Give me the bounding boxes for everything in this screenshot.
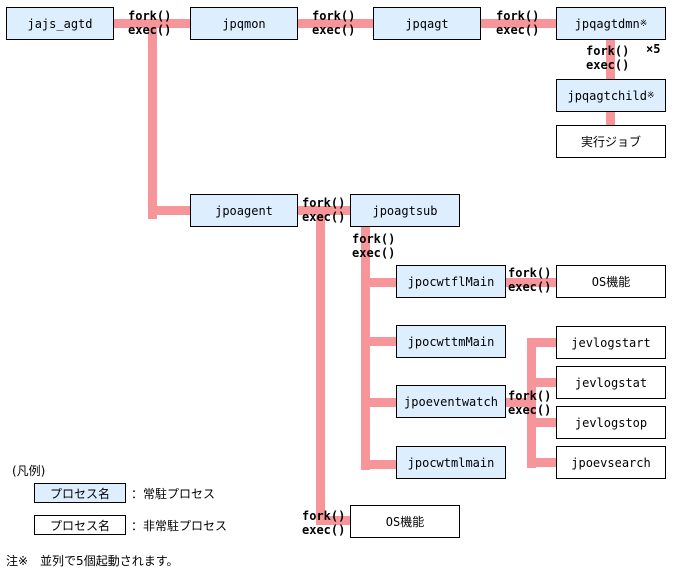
- fork-exec-label: fork()exec(): [352, 232, 395, 260]
- fork-text: fork(): [508, 266, 552, 280]
- process-os-function-2: OS機能: [350, 505, 460, 538]
- process-label: jevlogstat: [574, 375, 648, 390]
- process-label: OS機能: [591, 275, 631, 289]
- connector: [606, 38, 615, 82]
- process-label: jpqagtchild: [567, 88, 647, 103]
- fork-text: fork(): [302, 196, 346, 210]
- process-jpqmon: jpqmon: [190, 7, 298, 40]
- process-job: 実行ジョブ: [556, 125, 666, 158]
- process-jpocwtflMain: jpocwtflMain: [396, 265, 506, 298]
- connector: [298, 19, 376, 28]
- connector: [316, 206, 325, 521]
- legend-resident-box: プロセス名: [34, 483, 126, 503]
- fork-exec-label: fork()exec(): [508, 389, 551, 417]
- process-label: jpoeventwatch: [404, 394, 498, 409]
- process-label: OS機能: [385, 515, 425, 529]
- process-label: jpocwtflMain: [407, 274, 495, 289]
- process-label: 実行ジョブ: [580, 135, 641, 149]
- process-label: jevlogstop: [574, 415, 648, 430]
- fork-exec-label: fork()exec(): [312, 9, 355, 37]
- process-os-function-1: OS機能: [556, 265, 666, 298]
- legend-resident-desc: ：常駐プロセス: [131, 487, 216, 501]
- process-jpocwttmMain: jpocwttmMain: [396, 325, 506, 358]
- exec-text: exec(): [302, 210, 346, 224]
- process-label: jpqagtdmn: [574, 16, 640, 31]
- fork-exec-label: fork()exec(): [302, 196, 345, 224]
- process-jevlogstop: jevlogstop: [556, 406, 666, 439]
- process-jajs_agtd: jajs_agtd: [6, 7, 114, 40]
- connector: [480, 19, 558, 28]
- fork-exec-label: fork()exec(): [302, 509, 345, 537]
- connector: [298, 206, 352, 215]
- legend-box-label: プロセス名: [49, 486, 110, 501]
- exec-text: exec(): [352, 246, 396, 260]
- connector: [316, 516, 350, 525]
- process-jevlogstat: jevlogstat: [556, 366, 666, 399]
- process-jpqagtchild: jpqagtchild※: [556, 79, 666, 112]
- process-label: jpoagtsub: [372, 203, 438, 218]
- fork-text: fork(): [302, 509, 346, 523]
- note-mark: ※: [646, 90, 655, 101]
- exec-text: exec(): [302, 523, 346, 537]
- exec-text: exec(): [128, 23, 172, 37]
- fork-text: fork(): [128, 9, 172, 23]
- process-label: jevlogstart: [571, 335, 651, 350]
- connector: [527, 338, 558, 347]
- fork-exec-label: fork()exec(): [586, 44, 629, 72]
- exec-text: exec(): [496, 23, 540, 37]
- process-label: jpocwttmMain: [407, 334, 495, 349]
- connector: [527, 418, 558, 427]
- note-mark: ※: [639, 18, 648, 29]
- connector: [506, 398, 536, 407]
- process-jpoagent: jpoagent: [190, 194, 298, 227]
- connector: [361, 337, 397, 346]
- process-jpoeventwatch: jpoeventwatch: [396, 385, 506, 418]
- legend-nonresident-box: プロセス名: [34, 515, 126, 535]
- process-jpocwtmlmain: jpocwtmlmain: [396, 446, 506, 479]
- connector: [361, 278, 397, 287]
- process-jpqagt: jpqagt: [373, 7, 481, 40]
- connector: [361, 225, 370, 470]
- exec-text: exec(): [508, 280, 552, 294]
- process-jpoevsearch: jpoevsearch: [556, 446, 666, 479]
- fork-exec-label: fork()exec(): [128, 9, 171, 37]
- exec-text: exec(): [508, 403, 552, 417]
- process-jpqagtdmn: jpqagtdmn※: [556, 7, 666, 40]
- footnote: 注※ 並列で5個起動されます。: [6, 554, 179, 568]
- process-jevlogstart: jevlogstart: [556, 326, 666, 359]
- multiplier-label: ×5: [646, 42, 661, 56]
- fork-text: fork(): [352, 232, 396, 246]
- process-label: jpqagt: [405, 16, 449, 31]
- connector: [148, 206, 192, 215]
- connector: [527, 378, 558, 387]
- process-label: jajs_agtd: [27, 16, 93, 31]
- legend-nonresident-desc: ：非常駐プロセス: [131, 519, 228, 533]
- fork-text: fork(): [312, 9, 356, 23]
- process-label: jpoevsearch: [571, 455, 651, 470]
- connector: [606, 110, 615, 126]
- connector: [361, 398, 397, 407]
- fork-text: fork(): [586, 44, 630, 58]
- fork-exec-label: fork()exec(): [508, 266, 551, 294]
- process-jpoagtsub: jpoagtsub: [350, 194, 460, 227]
- process-label: jpocwtmlmain: [407, 455, 495, 470]
- fork-text: fork(): [496, 9, 540, 23]
- process-label: jpoagent: [215, 203, 273, 218]
- fork-exec-label: fork()exec(): [496, 9, 539, 37]
- connector: [148, 19, 157, 219]
- connector: [506, 278, 558, 287]
- fork-text: fork(): [508, 389, 552, 403]
- legend-title: (凡例): [12, 464, 46, 478]
- exec-text: exec(): [312, 23, 356, 37]
- connector: [527, 338, 536, 468]
- connector: [361, 460, 397, 469]
- legend-box-label: プロセス名: [49, 518, 110, 533]
- connector: [527, 458, 558, 467]
- exec-text: exec(): [586, 58, 630, 72]
- process-label: jpqmon: [222, 16, 266, 31]
